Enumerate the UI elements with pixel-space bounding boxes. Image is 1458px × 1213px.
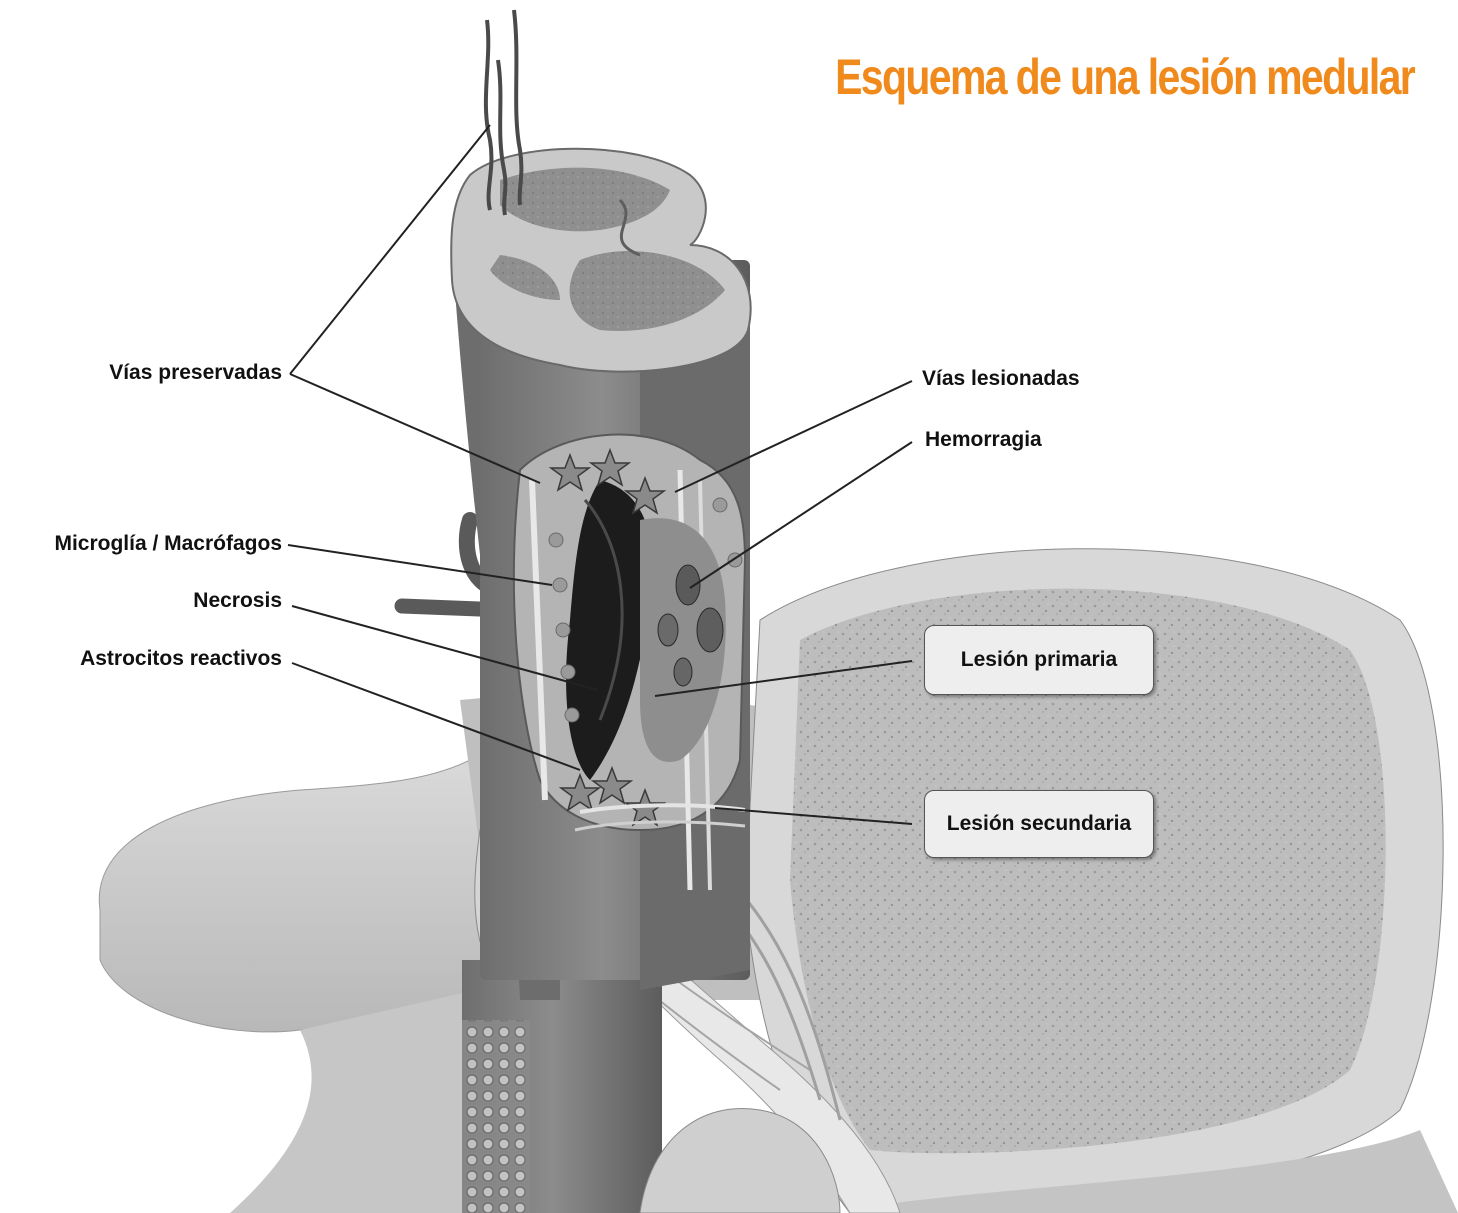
- box-lesion-secundaria-text: Lesión secundaria: [947, 812, 1131, 836]
- label-vias-preservadas: Vías preservadas: [109, 360, 282, 386]
- box-lesion-primaria-text: Lesión primaria: [961, 648, 1117, 672]
- label-necrosis: Necrosis: [193, 588, 282, 614]
- box-lesion-primaria: Lesión primaria: [924, 625, 1154, 695]
- diagram-title: Esquema de una lesión medular: [835, 48, 1414, 106]
- label-hemorragia: Hemorragia: [925, 427, 1042, 453]
- label-vias-lesionadas: Vías lesionadas: [922, 366, 1080, 392]
- label-astrocitos: Astrocitos reactivos: [80, 646, 282, 672]
- label-microglia: Microglía / Macrófagos: [54, 531, 282, 557]
- box-lesion-secundaria: Lesión secundaria: [924, 790, 1154, 858]
